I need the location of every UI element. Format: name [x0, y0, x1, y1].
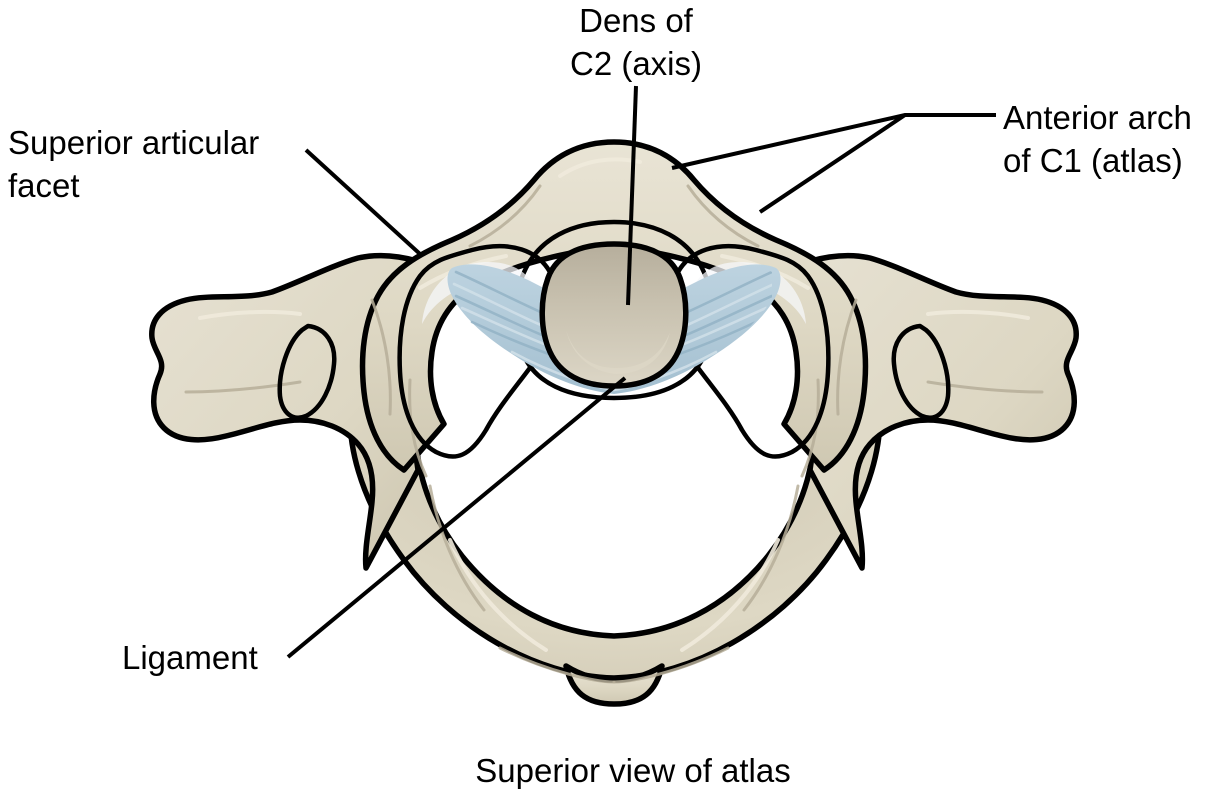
posterior-tubercle [563, 663, 665, 707]
transverse-foramen-left [277, 323, 337, 420]
ligament-label-text: Ligament [122, 639, 258, 676]
dens-of-c2-label-line1: Dens of [579, 2, 694, 39]
anterior-arch-leader-line [671, 113, 996, 214]
anterior-arch-inner-ring [513, 219, 715, 401]
dens-of-c2 [539, 241, 689, 389]
atlas-bone-body [149, 139, 1079, 707]
anterior-arch-label-line2: of C1 (atlas) [1003, 142, 1183, 179]
figure-labels: Dens of C2 (axis) Anterior arch of C1 (a… [8, 2, 1192, 789]
transverse-foramen-right [891, 323, 951, 420]
dens-of-c2-label-line2: C2 (axis) [570, 45, 702, 82]
superior-articular-facet-label-line2: facet [8, 167, 80, 204]
ligament-leader-line [286, 376, 627, 659]
superior-articular-facet-leader-line [304, 148, 422, 256]
dens-highlight [566, 330, 670, 374]
figure-caption: Superior view of atlas [475, 752, 790, 789]
superior-articular-facet-label-line1: Superior articular [8, 124, 259, 161]
dens-shape [539, 241, 689, 389]
leader-lines [286, 85, 996, 659]
anterior-arch-label-line1: Anterior arch [1003, 99, 1192, 136]
dens-leader-line [626, 85, 638, 306]
